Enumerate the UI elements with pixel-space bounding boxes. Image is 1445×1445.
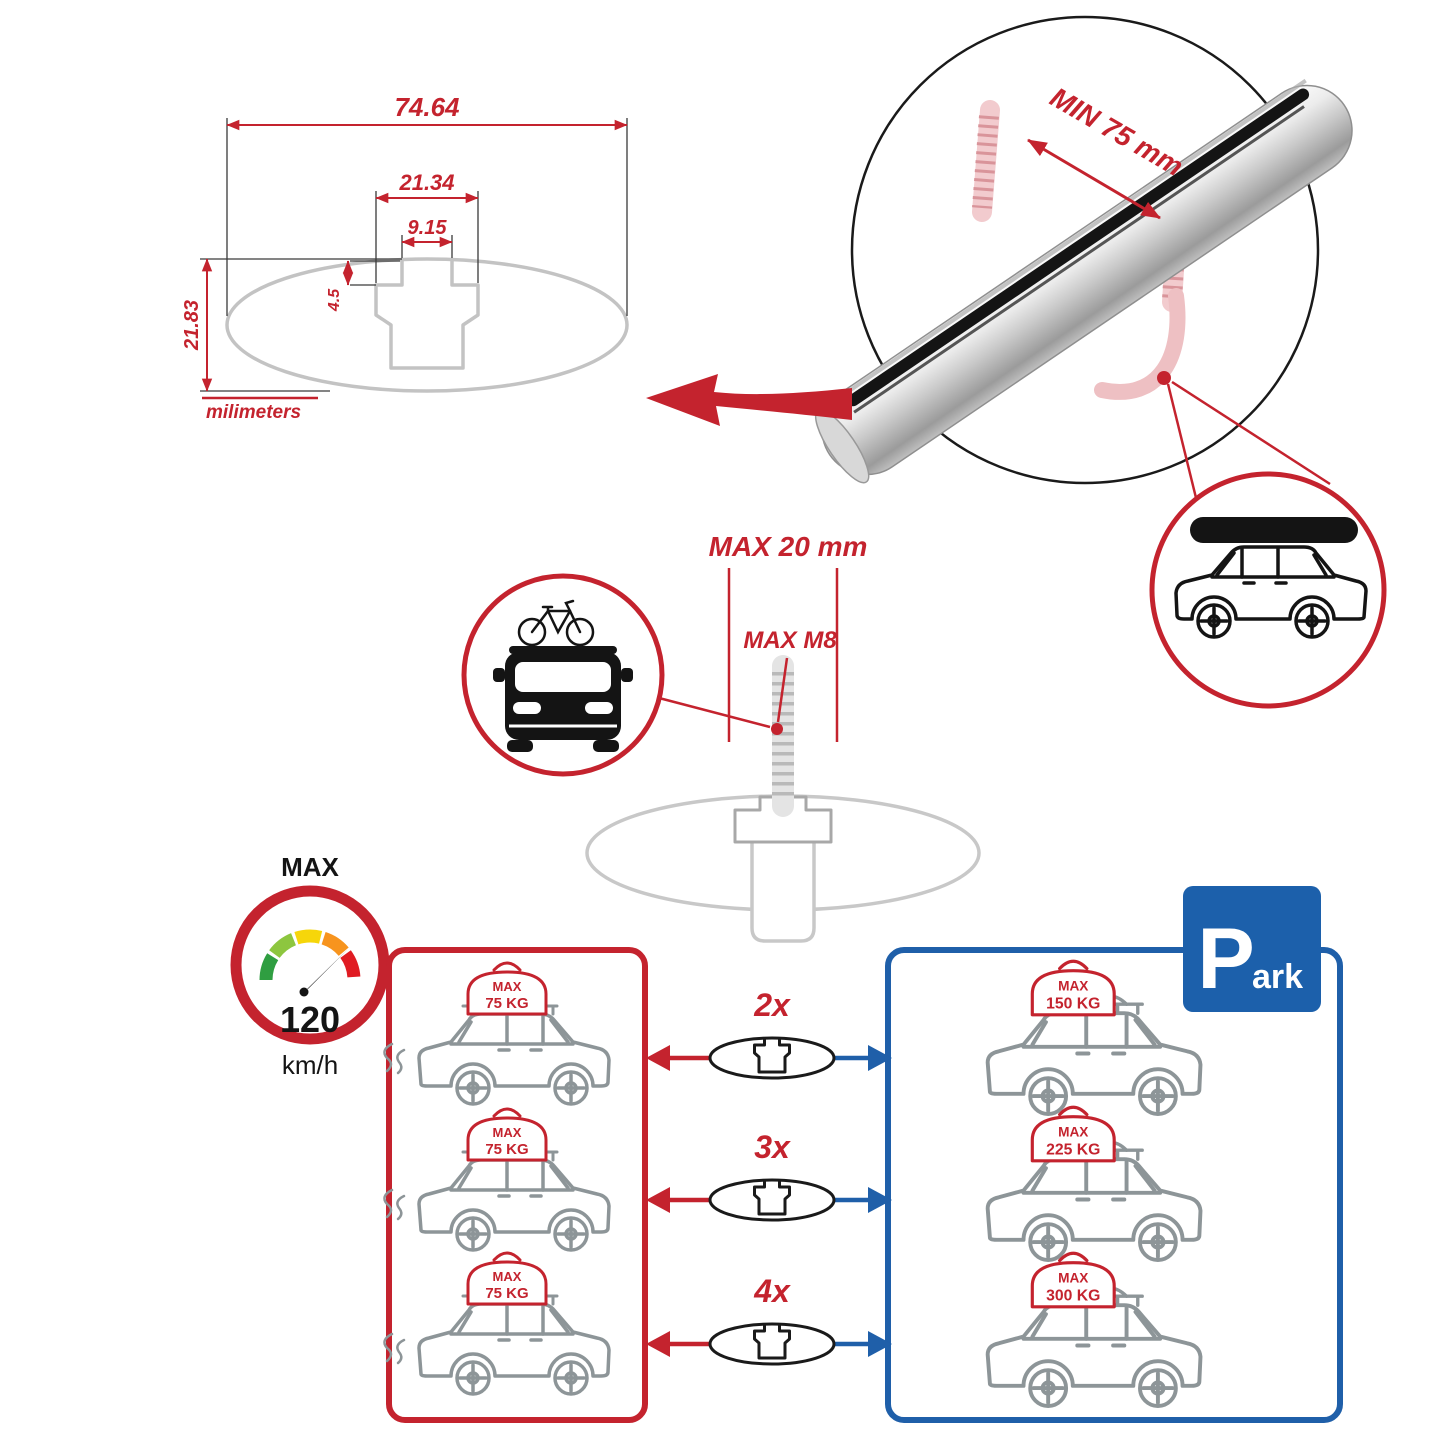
- load-max-label: MAX: [493, 979, 522, 994]
- capacity-row: MAX 75 KG 4x MAX 300 KG: [383, 1251, 1203, 1408]
- load-max-label: MAX: [1058, 1271, 1088, 1286]
- crossbar-outline-ellipse: [225, 257, 629, 393]
- extension-lines: [200, 118, 628, 392]
- roof-load-badge: MAX 75 KG: [466, 1107, 548, 1162]
- load-value-label: 150 KG: [1046, 996, 1100, 1013]
- left-arrow-icon: [646, 1331, 670, 1357]
- t-slot-channel-profile: [374, 260, 480, 370]
- left-arrow-icon: [646, 1187, 670, 1213]
- load-value-label: 225 KG: [1046, 1142, 1100, 1159]
- bike-rack-car-circle: [461, 573, 665, 777]
- crossbar-count-label: 4x: [753, 1273, 791, 1309]
- load-max-label: MAX: [1058, 979, 1088, 994]
- clamp-hook-sketch: [1094, 288, 1186, 400]
- load-max-label: MAX: [1058, 1125, 1088, 1140]
- right-arrow-icon: [868, 1187, 892, 1213]
- clamp-bracket-sketch: [750, 840, 816, 943]
- aluminum-crossbar-render: [814, 78, 1353, 484]
- right-arrow-icon: [868, 1045, 892, 1071]
- roof-load-badge: MAX 300 KG: [1030, 1251, 1116, 1309]
- parking-sign-board: [1183, 886, 1321, 1012]
- parking-sign: P ark: [1183, 886, 1321, 1012]
- roof-load-badge: MAX 75 KG: [466, 961, 548, 1016]
- dim-total-height-label: 21.83: [181, 300, 203, 351]
- capacity-row: MAX 75 KG 2x MAX 150 KG: [383, 959, 1203, 1116]
- load-value-label: 75 KG: [485, 995, 528, 1012]
- right-arrow-icon: [868, 1331, 892, 1357]
- crossbar-profile-icon: [708, 1036, 836, 1080]
- roof-load-badge: MAX 225 KG: [1030, 1105, 1116, 1163]
- dim-channel-depth-label: 4.5: [326, 288, 343, 312]
- load-max-label: MAX: [493, 1125, 522, 1140]
- crossbar-closeup-circle: MIN 75 mm: [814, 15, 1353, 485]
- roof-load-badge: MAX 75 KG: [466, 1251, 548, 1306]
- max-length-label: MAX 20 mm: [709, 531, 868, 562]
- load-value-label: 300 KG: [1046, 1288, 1100, 1305]
- crossbar-profile-icon: [708, 1322, 836, 1366]
- roof-box-icon: [1190, 517, 1358, 543]
- bike-icon: [517, 599, 595, 647]
- parking-sign-letter: P: [1197, 911, 1254, 1007]
- speed-limit-gauge: MAX 120 km/h: [230, 852, 390, 1080]
- roof-load-badge: MAX 150 KG: [1030, 959, 1116, 1017]
- crossbar-count-label: 2x: [753, 987, 791, 1023]
- load-value-label: 75 KG: [485, 1141, 528, 1158]
- crossbar-dimension-diagram: 74.64 21.34 9.15 4.5 21.83 milimeters: [181, 92, 629, 423]
- load-max-label: MAX: [493, 1269, 522, 1284]
- gauge-needle-icon: [301, 949, 348, 995]
- thread-dot: [771, 723, 783, 735]
- dim-total-width-label: 74.64: [394, 92, 460, 122]
- max-thread-label: MAX M8: [743, 627, 837, 654]
- speed-unit-label: km/h: [282, 1050, 338, 1080]
- thread-leader-line: [776, 657, 789, 723]
- dimension-lines: [201, 119, 628, 400]
- bolt-diagram: MAX 20 mm MAX M8: [585, 531, 981, 943]
- callout-lines: [1166, 380, 1331, 507]
- car-front-icon: [493, 646, 633, 752]
- gauge-ring: [230, 885, 390, 1045]
- crossbar-count-label: 3x: [754, 1129, 791, 1165]
- max-length-extension-lines: [727, 568, 839, 742]
- crossbar-profile-icon: [708, 1178, 836, 1222]
- gauge-arc: [259, 929, 361, 981]
- unit-label: milimeters: [206, 402, 301, 423]
- left-arrow-icon: [646, 1045, 670, 1071]
- dim-channel-inner-label: 9.15: [408, 217, 448, 239]
- t-nut-block: [733, 795, 833, 844]
- capacity-row: MAX 75 KG 3x MAX 225 KG: [383, 1105, 1203, 1262]
- speed-value: 120: [280, 999, 340, 1040]
- load-value-label: 75 KG: [485, 1285, 528, 1302]
- speed-max-label: MAX: [281, 852, 339, 882]
- parking-sign-rest: ark: [1252, 958, 1303, 996]
- roofbox-car-circle: [1149, 471, 1387, 709]
- min-75-arrow: [1027, 138, 1161, 220]
- callout-arrow-icon: [646, 374, 852, 426]
- gauge-pivot: [299, 987, 309, 997]
- dim-channel-outer-label: 21.34: [398, 170, 454, 195]
- bike-circle-leader-line: [658, 696, 771, 729]
- callout-dot: [1157, 371, 1171, 385]
